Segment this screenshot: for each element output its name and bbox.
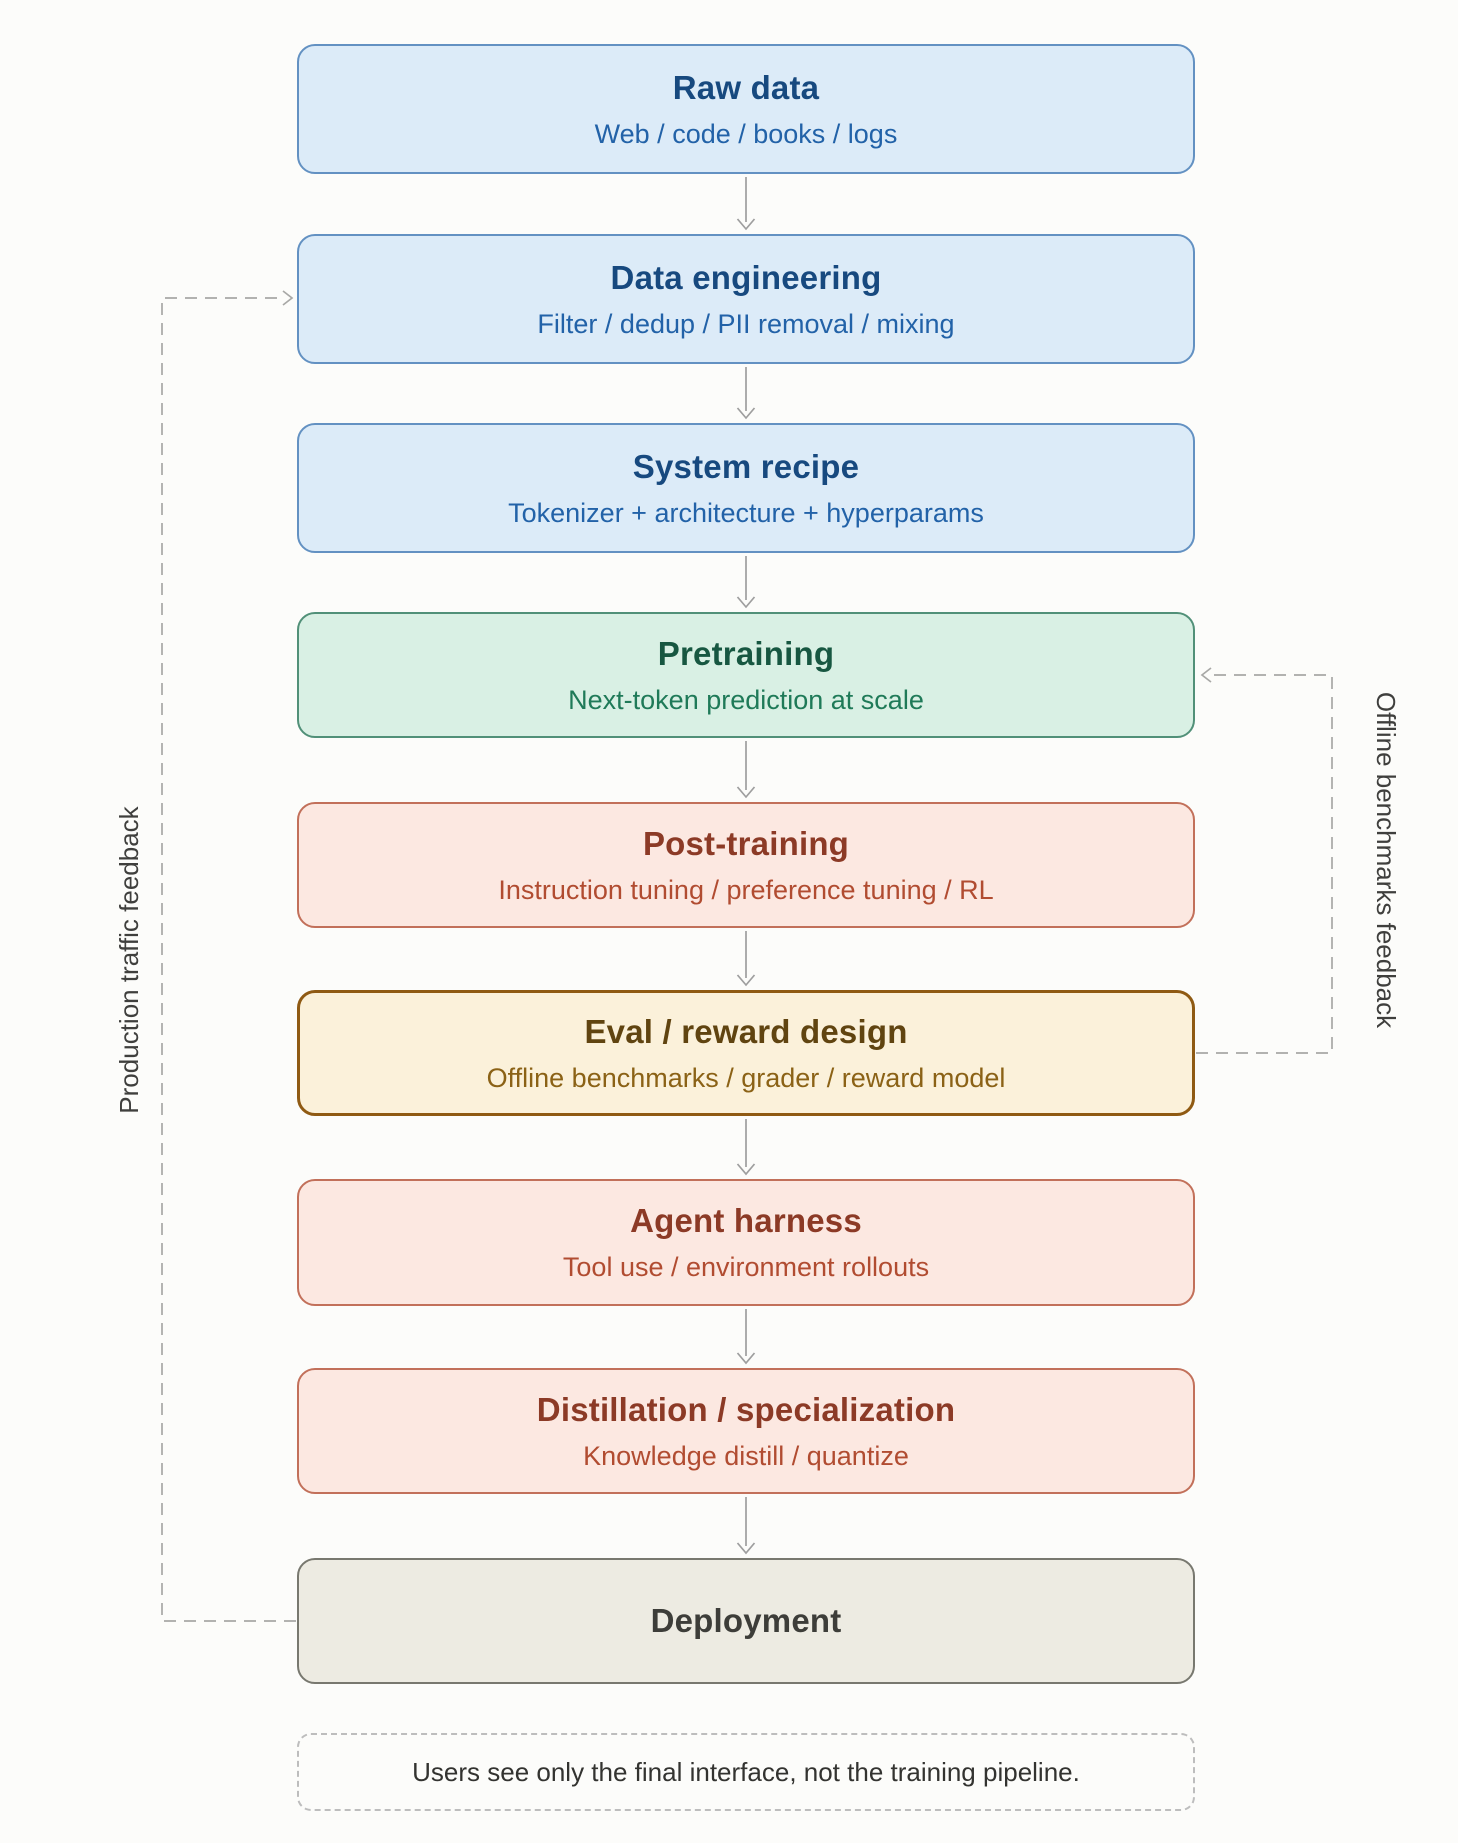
offline-feedback-path bbox=[1196, 667, 1333, 1054]
node-subtitle: Next-token prediction at scale bbox=[568, 684, 924, 715]
node-title: Post-training bbox=[642, 824, 850, 862]
node-system-recipe: System recipe Tokenizer + architecture +… bbox=[297, 423, 1195, 553]
node-post-training: Post-training Instruction tuning / prefe… bbox=[297, 802, 1195, 928]
node-agent-harness: Agent harness Tool use / environment rol… bbox=[297, 1179, 1195, 1306]
offline-feedback-label: Offline benchmarks feedback bbox=[1371, 692, 1401, 1029]
node-title: Pretraining bbox=[657, 634, 835, 672]
flow-arrow-dataeng-to-recipe bbox=[736, 367, 756, 420]
flow-arrow-posttraining-to-eval bbox=[736, 931, 756, 987]
flow-arrow-recipe-to-pretraining bbox=[736, 556, 756, 609]
node-subtitle: Instruction tuning / preference tuning /… bbox=[498, 874, 994, 905]
node-subtitle: Filter / dedup / PII removal / mixing bbox=[537, 308, 955, 339]
node-distillation-specialization: Distillation / specialization Knowledge … bbox=[297, 1368, 1195, 1494]
node-title: Raw data bbox=[672, 68, 820, 106]
node-pretraining: Pretraining Next-token prediction at sca… bbox=[297, 612, 1195, 738]
users-note-text: Users see only the final interface, not … bbox=[412, 1756, 1080, 1787]
node-title: Agent harness bbox=[630, 1202, 862, 1239]
production-feedback-path bbox=[161, 290, 296, 1622]
node-deployment: Deployment bbox=[297, 1558, 1195, 1684]
node-title: Data engineering bbox=[610, 258, 882, 296]
flow-arrow-distillation-to-deployment bbox=[736, 1497, 756, 1555]
flow-arrow-pretraining-to-posttraining bbox=[736, 741, 756, 799]
flow-arrow-raw-to-dataeng bbox=[736, 177, 756, 231]
node-subtitle: Tokenizer + architecture + hyperparams bbox=[508, 497, 984, 528]
node-subtitle: Offline benchmarks / grader / reward mod… bbox=[486, 1062, 1006, 1093]
node-subtitle: Web / code / books / logs bbox=[594, 118, 898, 149]
node-subtitle: Tool use / environment rollouts bbox=[562, 1252, 930, 1282]
production-feedback-label: Production traffic feedback bbox=[114, 805, 144, 1113]
node-title: Eval / reward design bbox=[584, 1012, 908, 1050]
node-data-engineering: Data engineering Filter / dedup / PII re… bbox=[297, 234, 1195, 364]
flow-arrow-agent-to-distillation bbox=[736, 1309, 756, 1365]
node-title: Distillation / specialization bbox=[536, 1390, 956, 1428]
users-note: Users see only the final interface, not … bbox=[297, 1733, 1195, 1811]
node-title: System recipe bbox=[632, 447, 860, 485]
node-eval-reward-design: Eval / reward design Offline benchmarks … bbox=[297, 990, 1195, 1116]
node-subtitle: Knowledge distill / quantize bbox=[583, 1440, 909, 1471]
flow-arrow-eval-to-agent bbox=[736, 1119, 756, 1176]
node-raw-data: Raw data Web / code / books / logs bbox=[297, 44, 1195, 174]
node-title: Deployment bbox=[650, 1602, 842, 1639]
